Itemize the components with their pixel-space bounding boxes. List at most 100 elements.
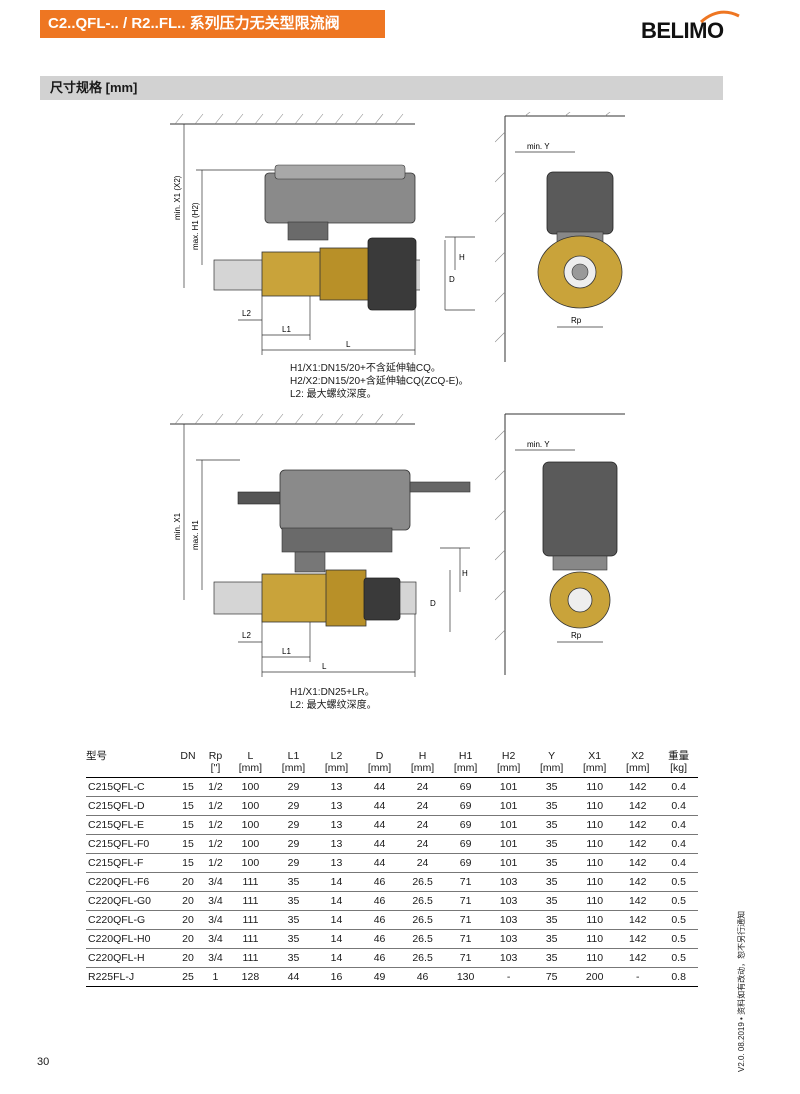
table-cell: 142 xyxy=(616,929,660,949)
dim-l: L xyxy=(346,340,351,349)
table-cell: 1/2 xyxy=(201,777,229,797)
table-cell: 15 xyxy=(174,815,202,835)
belimo-logo: BELIMO xyxy=(641,10,741,43)
table-cell: 35 xyxy=(530,796,574,816)
note-line: H1/X1:DN15/20+不含延伸轴CQ。 xyxy=(290,363,441,374)
table-cell: 14 xyxy=(314,910,359,930)
model-cell: C220QFL-H0 xyxy=(86,929,174,949)
dim-l2: L2 xyxy=(242,309,251,318)
table-cell: 103 xyxy=(487,929,531,949)
table-cell: 75 xyxy=(530,967,574,987)
model-cell: C215QFL-D xyxy=(86,796,174,816)
table-cell: 111 xyxy=(228,910,272,930)
table-cell: 0.5 xyxy=(659,929,698,949)
table-cell: 46 xyxy=(358,929,402,949)
table-cell: 35 xyxy=(271,929,315,949)
table-cell: 111 xyxy=(228,948,272,968)
table-cell: 35 xyxy=(530,853,574,873)
col-header: 型号 xyxy=(86,748,174,778)
table-cell: 44 xyxy=(358,815,402,835)
table-cell: 3/4 xyxy=(201,872,229,892)
table-cell: 35 xyxy=(271,872,315,892)
col-name: L2 xyxy=(330,750,343,762)
table-cell: 1/2 xyxy=(201,853,229,873)
table-cell: 16 xyxy=(314,967,359,987)
dim-h-label: H xyxy=(459,253,465,262)
col-unit: [mm] xyxy=(410,762,435,774)
table-cell: 14 xyxy=(314,948,359,968)
table-cell: 14 xyxy=(314,929,359,949)
dim-l1: L1 xyxy=(282,325,291,334)
table-cell: 26.5 xyxy=(401,891,445,911)
table-cell: 69 xyxy=(444,834,488,854)
dim-l1: L1 xyxy=(282,647,291,656)
col-header: X1[mm] xyxy=(573,748,617,778)
table-cell: 103 xyxy=(487,948,531,968)
dim-rp: Rp xyxy=(571,316,582,325)
table-cell: 100 xyxy=(228,815,272,835)
table-cell: 46 xyxy=(358,910,402,930)
table-cell: 26.5 xyxy=(401,872,445,892)
table-cell: 1/2 xyxy=(201,796,229,816)
table-cell: 142 xyxy=(616,891,660,911)
table-cell: 142 xyxy=(616,948,660,968)
table-cell: 71 xyxy=(444,948,488,968)
table-cell: 110 xyxy=(573,777,617,797)
table-cell: 15 xyxy=(174,777,202,797)
table-cell: 0.5 xyxy=(659,910,698,930)
table-cell: 130 xyxy=(444,967,488,987)
table-cell: 200 xyxy=(573,967,617,987)
col-unit: ["] xyxy=(210,762,221,774)
table-cell: 3/4 xyxy=(201,929,229,949)
logo-swoosh-icon xyxy=(700,10,740,24)
table-cell: 3/4 xyxy=(201,891,229,911)
col-unit: [kg] xyxy=(670,762,688,774)
table-cell: 13 xyxy=(314,777,359,797)
table-cell: 100 xyxy=(228,796,272,816)
col-name: L1 xyxy=(287,750,300,762)
table-cell: 44 xyxy=(358,777,402,797)
table-cell: 71 xyxy=(444,891,488,911)
table-cell: 25 xyxy=(174,967,202,987)
col-header: 重量[kg] xyxy=(659,748,698,778)
table-cell: 110 xyxy=(573,891,617,911)
table-cell: 35 xyxy=(530,948,574,968)
table-cell: 69 xyxy=(444,815,488,835)
table-cell: 15 xyxy=(174,853,202,873)
table-cell: 15 xyxy=(174,834,202,854)
table-cell: 110 xyxy=(573,796,617,816)
drawing2-notes: H1/X1:DN25+LR。 L2: 最大螺纹深度。 xyxy=(290,686,377,712)
dim-min-x1-x2: min. X1 (X2) xyxy=(173,175,182,220)
table-cell: 103 xyxy=(487,891,531,911)
table-cell: 110 xyxy=(573,853,617,873)
table-cell: 35 xyxy=(530,910,574,930)
table-cell: 24 xyxy=(401,815,445,835)
model-cell: C215QFL-E xyxy=(86,815,174,835)
table-cell: 29 xyxy=(271,853,315,873)
table-cell: 101 xyxy=(487,777,531,797)
table-cell: 35 xyxy=(271,891,315,911)
table-cell: 142 xyxy=(616,777,660,797)
col-name: L xyxy=(247,750,254,762)
col-header: Rp["] xyxy=(201,748,229,778)
table-cell: 26.5 xyxy=(401,948,445,968)
col-unit: [mm] xyxy=(281,762,306,774)
model-cell: C220QFL-H xyxy=(86,948,174,968)
table-cell: 49 xyxy=(358,967,402,987)
table-cell: 29 xyxy=(271,815,315,835)
table-cell: 1/2 xyxy=(201,815,229,835)
table-cell: 0.4 xyxy=(659,815,698,835)
table-cell: 24 xyxy=(401,834,445,854)
col-name: H2 xyxy=(501,750,516,762)
table-cell: 20 xyxy=(174,872,202,892)
col-name: Rp xyxy=(208,750,223,762)
table-cell: 35 xyxy=(271,910,315,930)
table-cell: 35 xyxy=(530,777,574,797)
version-note: V2.0. 08.2019 • 资料如有改动，恕不另行通知 xyxy=(737,910,746,1072)
table-cell: 24 xyxy=(401,796,445,816)
dim-min-y: min. Y xyxy=(527,440,550,449)
